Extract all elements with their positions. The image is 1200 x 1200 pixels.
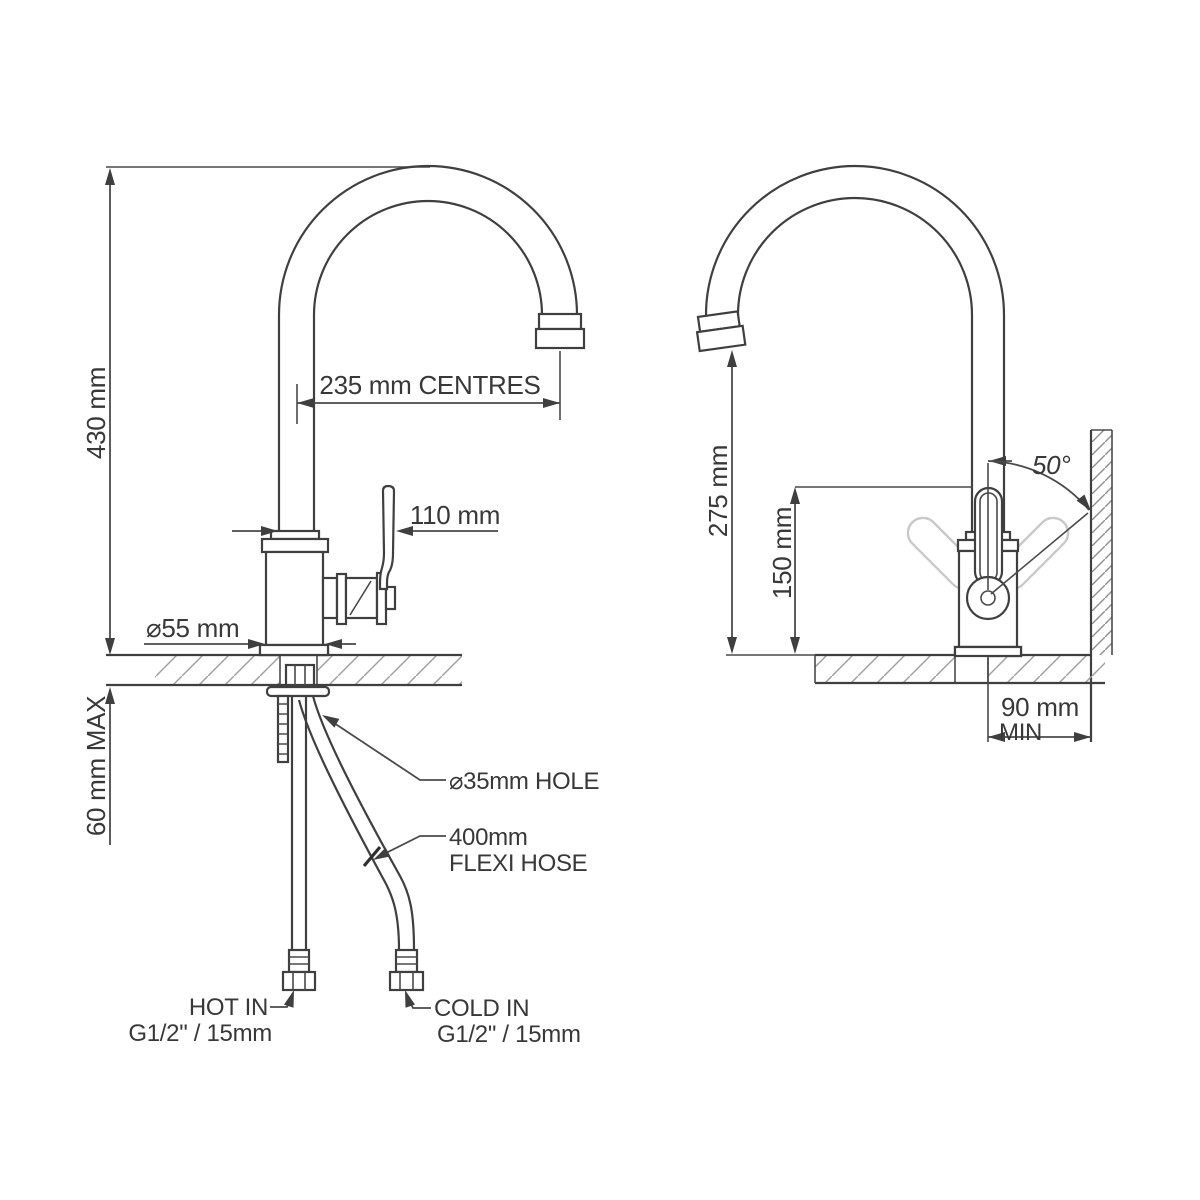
cold-spec-label: G1/2" / 15mm bbox=[437, 1021, 581, 1048]
side-countertop bbox=[814, 645, 1105, 685]
side-view: 50° 275 mm 150 mm bbox=[695, 164, 1113, 746]
front-lever-handle bbox=[378, 484, 396, 591]
hose-type-label: FLEXI HOSE bbox=[449, 850, 587, 877]
front-countertop bbox=[106, 643, 462, 687]
side-handle bbox=[965, 463, 1089, 621]
front-counter-thickness-dimension: 60 mm MAX bbox=[81, 687, 115, 845]
front-tap-body bbox=[258, 484, 397, 657]
hot-in-label: HOT IN bbox=[189, 994, 268, 1021]
cold-in-label: COLD IN bbox=[434, 995, 529, 1022]
side-wall-clearance-dimension: 90 mm MIN bbox=[987, 658, 1091, 746]
front-lever-reach-dimension: 110 mm bbox=[232, 500, 500, 536]
hose-length-label: 400mm bbox=[449, 824, 528, 851]
front-inlet-labels: HOT IN G1/2" / 15mm COLD IN G1/2" / 15mm bbox=[128, 990, 581, 1048]
wall-clearance-qualifier-label: MIN bbox=[999, 719, 1042, 746]
front-callouts: ⌀35mm HOLE 400mm FLEXI HOSE bbox=[322, 715, 599, 877]
lever-reach-label: 110 mm bbox=[410, 500, 500, 530]
wall-clearance-label: 90 mm bbox=[1001, 692, 1079, 722]
side-swivel-angle-dimension: 50° bbox=[987, 450, 1091, 511]
body-diameter-label: ⌀55 mm bbox=[146, 613, 239, 643]
front-body-diameter-dimension: ⌀55 mm bbox=[144, 613, 356, 649]
side-handle-height-dimension: 150 mm bbox=[767, 486, 973, 654]
side-outlet-height-dimension: 275 mm bbox=[703, 350, 817, 656]
front-overall-height-dimension: 430 mm bbox=[81, 166, 430, 655]
hole-diameter-label: ⌀35mm HOLE bbox=[449, 768, 599, 795]
outlet-height-label: 275 mm bbox=[703, 445, 733, 537]
front-view: 430 mm 60 mm MAX 235 mm CENTRES bbox=[81, 164, 599, 1048]
counter-thickness-label: 60 mm MAX bbox=[81, 696, 111, 836]
swivel-angle-label: 50° bbox=[1032, 450, 1070, 480]
front-under-counter bbox=[265, 663, 425, 992]
overall-height-label: 430 mm bbox=[81, 367, 111, 459]
handle-height-label: 150 mm bbox=[767, 507, 797, 599]
spout-centres-label: 235 mm CENTRES bbox=[319, 370, 540, 400]
side-wall bbox=[1089, 429, 1113, 742]
front-spout-centres-dimension: 235 mm CENTRES bbox=[296, 351, 561, 424]
front-gooseneck-spout bbox=[277, 164, 586, 539]
hot-spec-label: G1/2" / 15mm bbox=[128, 1020, 272, 1047]
side-gooseneck-spout bbox=[695, 164, 1006, 538]
